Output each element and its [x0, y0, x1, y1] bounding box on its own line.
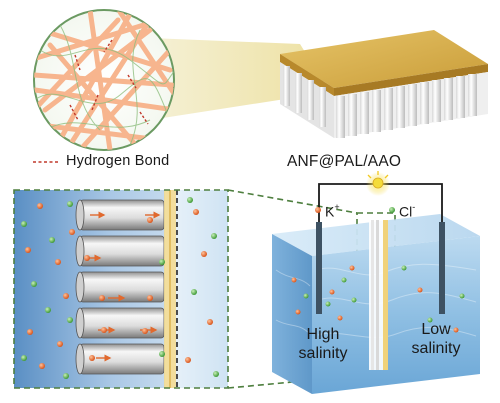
anion-symbol: Cl	[399, 203, 413, 220]
high-salinity-line1: High	[306, 326, 340, 343]
nanochannel-membrane-icon	[280, 30, 488, 138]
low-salinity-label: Low salinity	[403, 320, 469, 358]
membrane-top-coating	[280, 30, 488, 88]
lightbulb-icon	[366, 171, 390, 196]
magnifier-circle-icon	[33, 9, 175, 151]
electrolyte-tank	[272, 214, 480, 394]
anion-label: Cl-	[399, 202, 416, 220]
anion-charge: -	[412, 202, 416, 212]
pal-fibers	[34, 24, 174, 146]
aramid-nanofibers	[34, 10, 174, 150]
high-salinity-label: High salinity	[285, 325, 361, 363]
high-salinity-line2: salinity	[298, 345, 348, 362]
anion-marker-dot	[389, 207, 395, 213]
low-salinity-line2: salinity	[411, 340, 461, 357]
cation-dots	[25, 203, 213, 369]
cation-symbol: K	[325, 203, 335, 220]
electrodes	[316, 222, 445, 314]
cation-charge: +	[334, 202, 340, 212]
tank-front	[272, 234, 312, 394]
hydrogen-bond-marks	[69, 39, 149, 125]
hydrogen-bond-legend-label: Hydrogen Bond	[66, 153, 170, 169]
membrane-label: ANF@PAL/AAO	[287, 153, 402, 170]
low-salinity-line1: Low	[421, 321, 451, 338]
nanochannel-zoom-panel	[14, 190, 228, 388]
membrane-pores	[283, 66, 477, 138]
anion-dots	[21, 197, 219, 379]
nanochannels	[75, 199, 165, 375]
tank-ion-dots	[291, 265, 465, 333]
cation-label: K+	[325, 202, 340, 220]
left-zoom-frame	[13, 189, 229, 389]
cation-marker-dot	[315, 207, 321, 213]
